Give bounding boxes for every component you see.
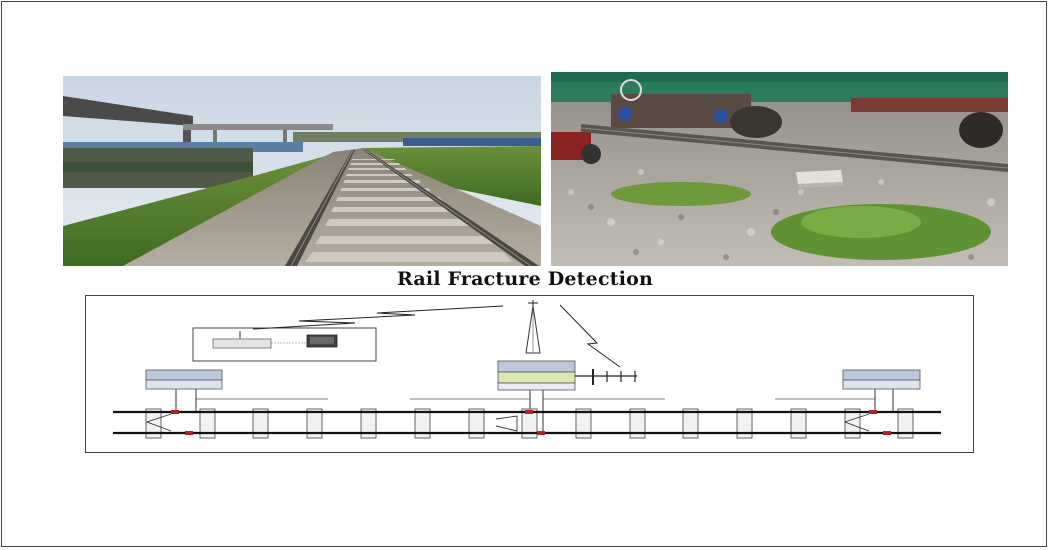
wireless-downlink-icon xyxy=(559,304,621,368)
sensor-under-wagon-photo xyxy=(551,72,1008,266)
wireless-link-icon xyxy=(252,305,504,330)
base-station-icon xyxy=(192,327,377,362)
figure-title: Rail Fracture Detection xyxy=(396,268,654,290)
schematic-svg xyxy=(85,295,974,453)
track-sleepers xyxy=(145,408,914,439)
railway-track-illustration xyxy=(63,76,541,266)
sensor-node-right xyxy=(775,369,921,411)
railway-track-photo xyxy=(63,76,541,266)
schematic-diagram xyxy=(85,295,974,453)
fracture-markers xyxy=(171,410,891,435)
sensor-node-left xyxy=(145,369,328,411)
antenna-tower-icon xyxy=(525,300,541,354)
signal-wires xyxy=(145,413,870,432)
sensor-under-wagon-illustration xyxy=(551,72,1008,266)
